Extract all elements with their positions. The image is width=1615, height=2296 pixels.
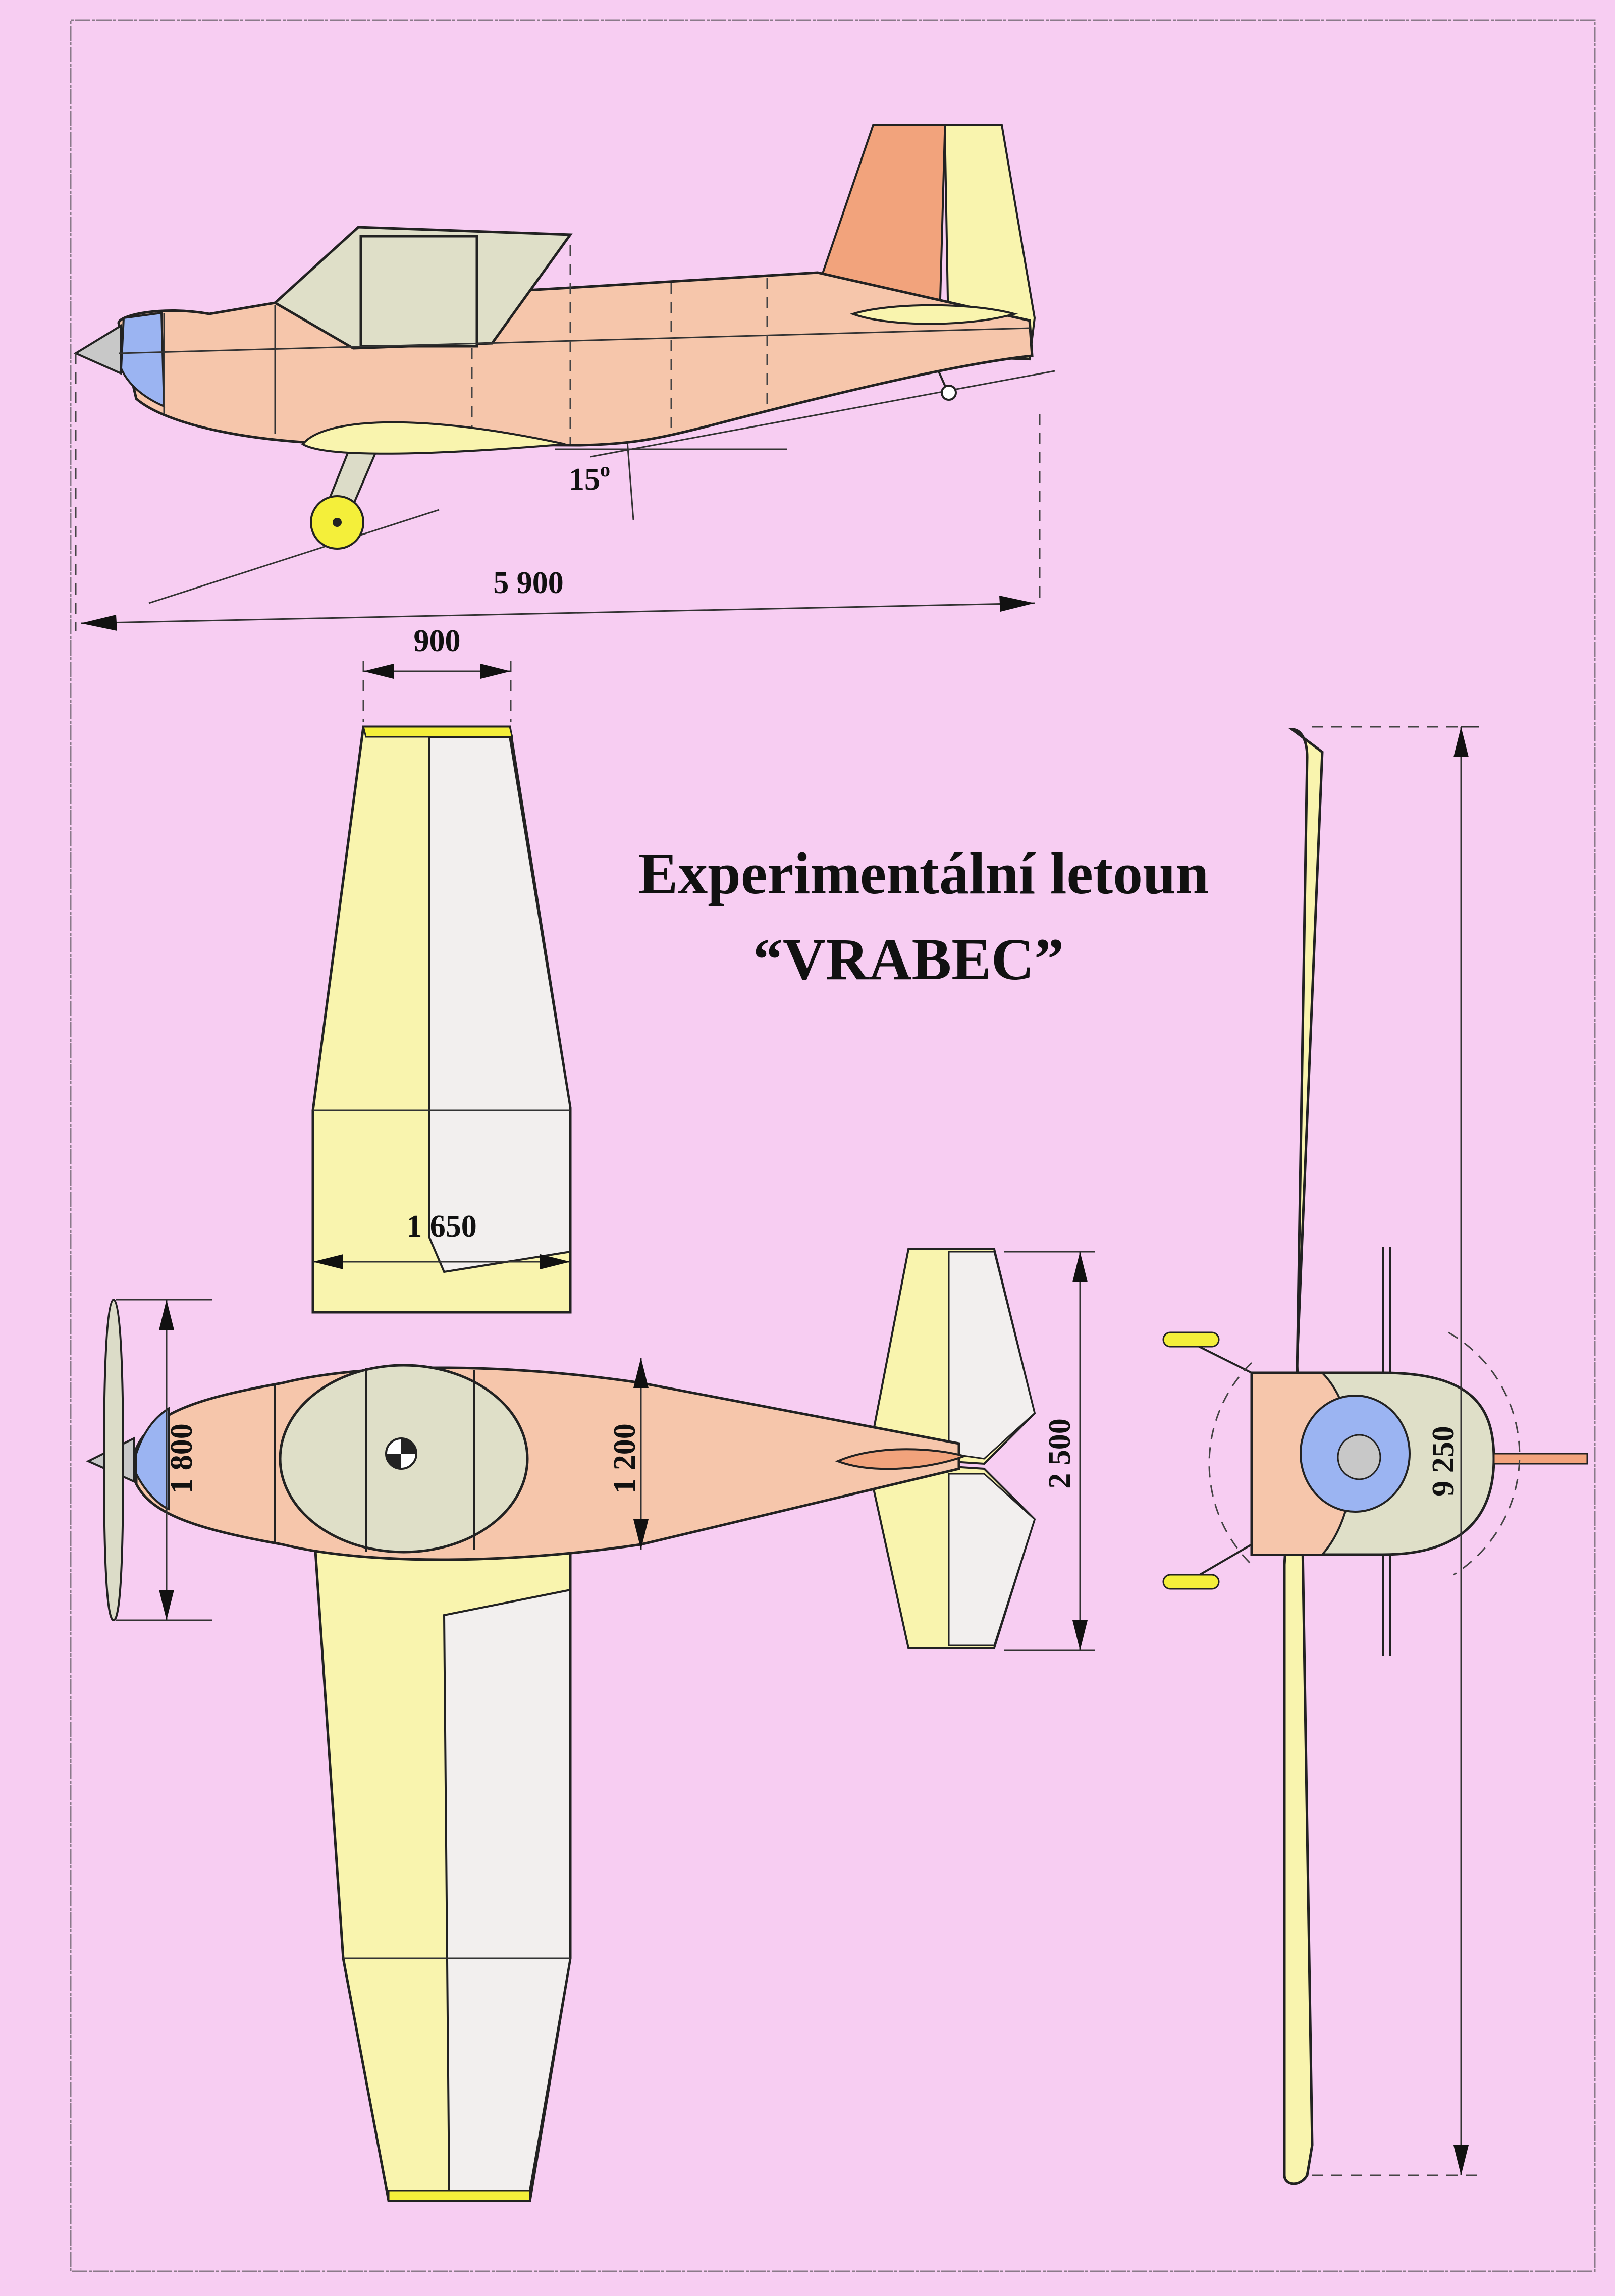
front-view: 9 250 — [1162, 726, 1588, 2185]
spinner — [73, 324, 122, 376]
cg-mark-q3 — [386, 1454, 401, 1469]
lower-elevator — [948, 1473, 1036, 1646]
top-view: 900 1 650 1 200 1 800 2 500 — [86, 624, 1095, 2202]
span-label: 9 250 — [1426, 1426, 1461, 1497]
rudder-top — [835, 1448, 967, 1470]
length-arrow-right — [999, 596, 1035, 612]
ground-line-rear — [590, 370, 1055, 458]
tail-wheel — [941, 385, 957, 401]
angle-degree-sign: o — [600, 458, 610, 481]
span-arrow-top — [1453, 727, 1469, 757]
lower-aileron-flap — [443, 1588, 571, 2192]
nose-cap-top — [135, 1406, 170, 1511]
propeller-label: 1 800 — [165, 1423, 199, 1494]
title-line-2: “VRABEC” — [753, 926, 1064, 992]
propeller-top — [102, 1298, 125, 1622]
spinner-front — [1337, 1434, 1381, 1480]
propeller-arc-left — [1208, 1362, 1253, 1566]
upper-wingtip — [362, 726, 513, 738]
propeller-arrow-top — [159, 1300, 174, 1330]
main-wheel-hub — [333, 518, 342, 527]
tip-chord-arrow-right — [480, 664, 511, 679]
wing-front — [1283, 728, 1324, 2185]
span-arrow-bottom — [1453, 2145, 1469, 2175]
sheet-border — [70, 19, 1596, 2272]
root-chord-arrow-right — [540, 1254, 570, 1269]
canopy-window — [359, 235, 478, 348]
ground-line-front — [148, 509, 440, 604]
length-arrow-left — [81, 615, 117, 631]
tail-span-label: 2 500 — [1043, 1418, 1077, 1489]
angle-label: 15o — [569, 458, 610, 497]
fuselage-width-label: 1 200 — [608, 1423, 642, 1494]
tail-span-arrow-top — [1072, 1252, 1088, 1282]
root-chord-label: 1 650 — [406, 1209, 477, 1244]
tip-chord-label: 900 — [414, 624, 461, 658]
fuselage-width-arrow-bottom — [633, 1519, 649, 1550]
stabilizer-side — [849, 304, 1018, 325]
propeller-arc-right — [1448, 1331, 1521, 1576]
cg-mark-q1 — [401, 1438, 416, 1454]
angle-value: 15 — [569, 462, 600, 497]
wheel-front-upper — [1162, 1331, 1220, 1348]
root-chord-arrow-left — [313, 1254, 343, 1269]
fuselage-width-arrow-top — [633, 1358, 649, 1388]
length-label: 5 900 — [493, 566, 564, 600]
upper-elevator — [948, 1251, 1036, 1460]
gear-leg-lower — [1190, 1543, 1253, 1581]
length-dimension-line — [80, 602, 1035, 624]
side-view: 5 900 15o — [73, 124, 1055, 631]
lower-wingtip — [388, 2190, 531, 2202]
fuselage-centerline — [118, 327, 1030, 354]
wing-root-side — [301, 421, 566, 455]
tail-span-arrow-bottom — [1072, 1620, 1088, 1650]
stabilizer-front — [1493, 1453, 1588, 1465]
tip-chord-arrow-left — [363, 664, 394, 679]
wheel-front-lower — [1162, 1574, 1220, 1590]
gear-leg-upper — [1191, 1342, 1252, 1374]
title-line-1: Experimentální letoun — [638, 840, 1209, 906]
propeller-arrow-bottom — [159, 1590, 174, 1620]
